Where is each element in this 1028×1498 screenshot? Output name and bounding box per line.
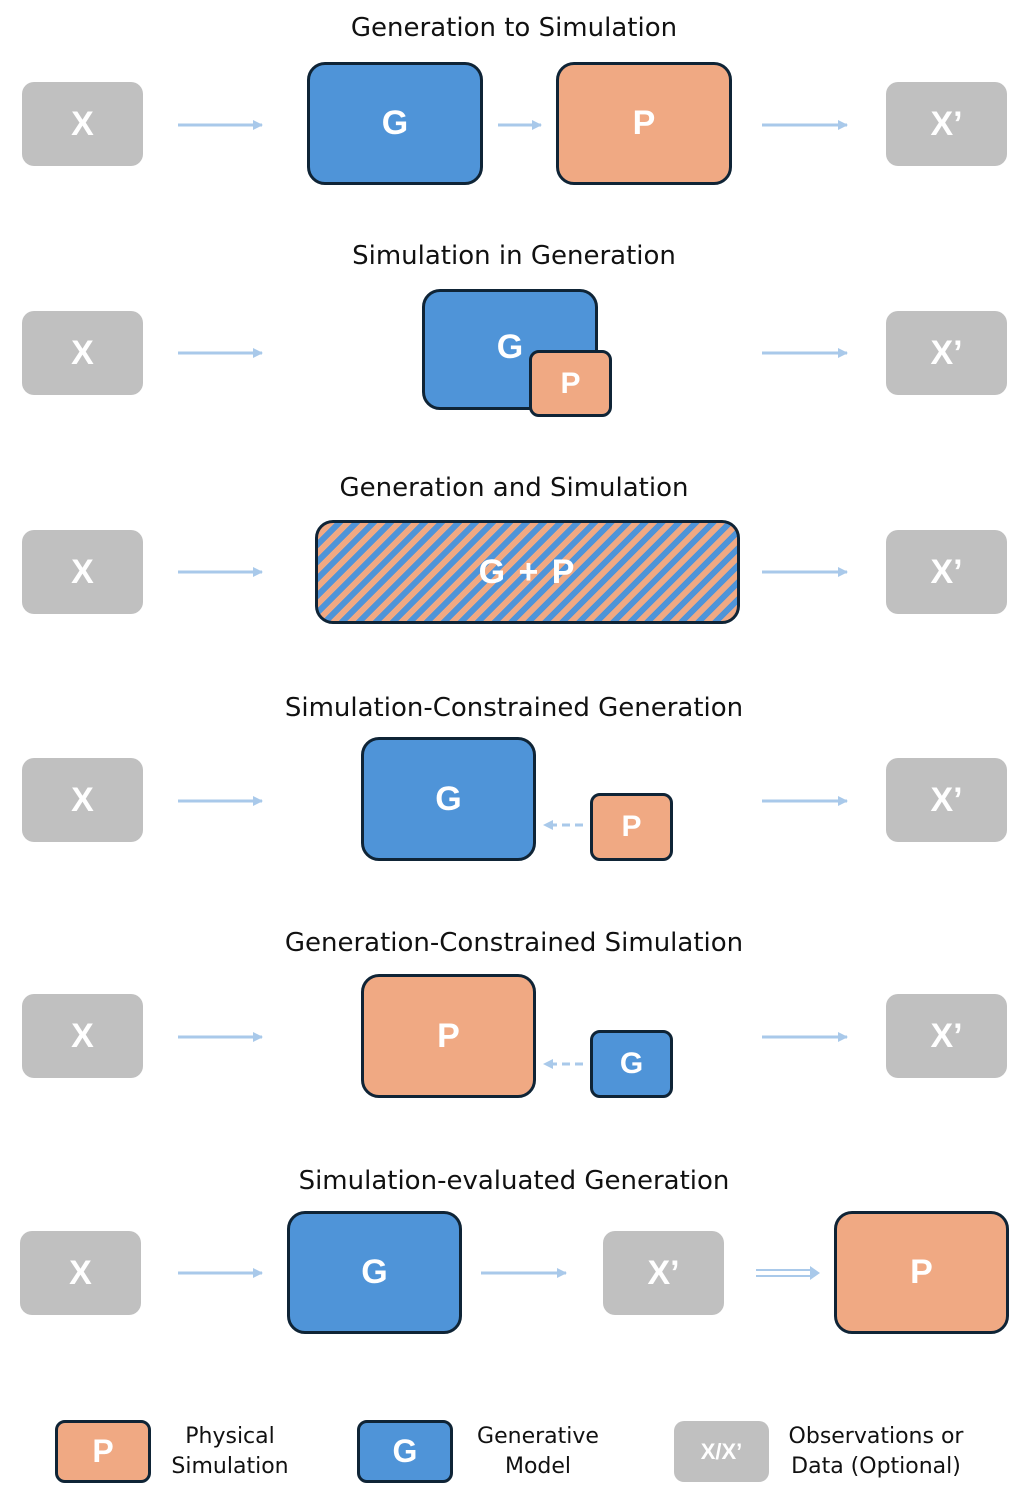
legend-physical-label: Physical Simulation [160,1422,300,1482]
row5-input-data-box: X [22,994,143,1078]
row1-generative-box: G [307,62,483,185]
row4-output-data-box: X’ [886,758,1007,842]
legend-physical-swatch: P [55,1420,151,1483]
row2-input-data-box: X [22,311,143,395]
row4-generative-box: G [361,737,536,861]
row1-title: Generation to Simulation [350,13,678,43]
legend-physical-line1: Physical [185,1424,275,1449]
row4-title: Simulation-Constrained Generation [284,693,744,723]
legend-data-label: Observations or Data (Optional) [778,1422,974,1482]
row6-generative-box: G [287,1211,462,1334]
row4-physical-box: P [590,793,673,861]
row1-output-data-box: X’ [886,82,1007,166]
legend-data-line2: Data (Optional) [791,1454,961,1479]
row6-mid-data-box: X’ [603,1231,724,1315]
legend-physical-line2: Simulation [171,1454,289,1479]
row2-physical-box: P [529,350,612,417]
legend-data-line1: Observations or [788,1424,964,1449]
row6-physical-box: P [834,1211,1009,1334]
row2-title: Simulation in Generation [352,241,676,271]
arrow-r6-double-head [810,1266,820,1280]
legend-generative-swatch: G [357,1420,453,1483]
row4-input-data-box: X [22,758,143,842]
row3-combined-box: G + P [315,520,740,624]
row3-title: Generation and Simulation [339,473,689,503]
legend-generative-label: Generative Model [466,1422,610,1482]
row3-output-data-box: X’ [886,530,1007,614]
row6-input-data-box: X [20,1231,141,1315]
legend-generative-line2: Model [504,1454,572,1479]
row2-generative-box: G [422,289,598,410]
row5-title: Generation-Constrained Simulation [284,928,744,958]
row1-input-data-box: X [22,82,143,166]
row1-physical-box: P [556,62,732,185]
row3-input-data-box: X [22,530,143,614]
row5-output-data-box: X’ [886,994,1007,1078]
legend-generative-line1: Generative [477,1424,599,1449]
row5-physical-box: P [361,974,536,1098]
row5-generative-box: G [590,1030,673,1098]
legend-data-swatch: X/X’ [674,1421,769,1482]
row2-output-data-box: X’ [886,311,1007,395]
row6-title: Simulation-evaluated Generation [298,1166,730,1196]
